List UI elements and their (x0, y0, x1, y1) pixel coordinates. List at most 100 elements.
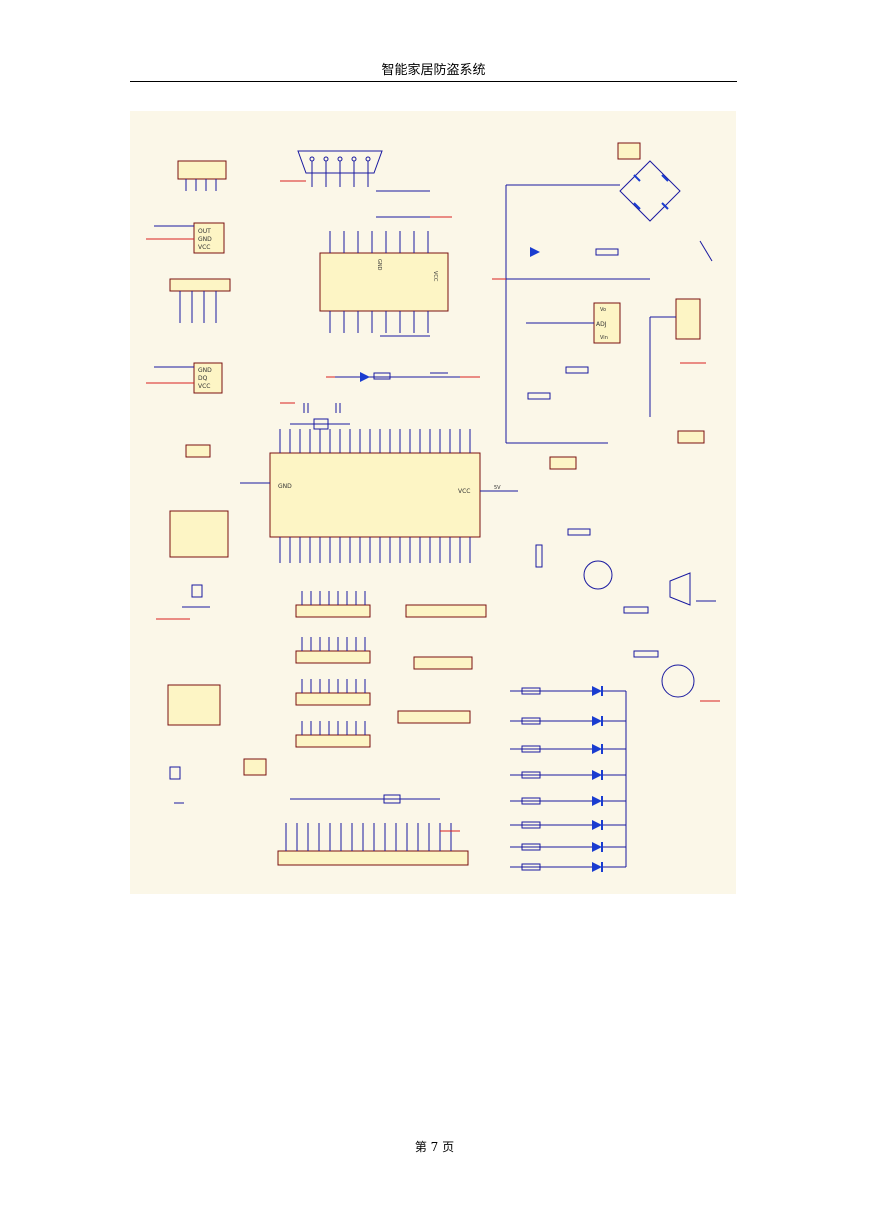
led-diode (592, 842, 602, 852)
buzzer (669, 572, 691, 606)
small-connector-body (185, 444, 211, 458)
power-input-connector (617, 142, 641, 160)
header-rule (130, 81, 737, 82)
rs232-chip: VCC GND (280, 150, 452, 337)
temperature-sensor-module: GND DQ VCC (146, 362, 223, 394)
connector-rows (295, 591, 371, 748)
lcd-connector-body (277, 850, 469, 866)
connector-row (295, 604, 371, 618)
bridge-rectifier (619, 160, 681, 222)
adjustable-regulator: ADJ Vo Vin (506, 302, 621, 470)
eeprom-chip (156, 510, 229, 620)
led-array (510, 686, 626, 872)
header-mid-body (169, 278, 231, 292)
rtc-body (167, 684, 221, 726)
power-led-resistor (595, 248, 619, 256)
rs232-gnd-label: GND (376, 259, 382, 271)
led-resistor (521, 745, 541, 753)
header-connector-mid (169, 278, 231, 323)
buzzer-base-resistor (567, 528, 591, 536)
pir-sensor-module: OUT GND VCC (146, 222, 225, 254)
fixed-switch (699, 240, 713, 262)
rs232-vcc-label: VCC (432, 271, 438, 282)
circuit-schematic-figure: GND VCC 5V VCC GND (130, 111, 736, 894)
small-connector (185, 444, 211, 458)
led-diode (592, 796, 602, 806)
bridge-diode-3 (633, 202, 641, 210)
reset-resistor (373, 372, 391, 380)
rs232-body (319, 252, 449, 312)
led-driver (625, 650, 720, 867)
led-resistor (521, 821, 541, 829)
led-resistor (521, 797, 541, 805)
led-diode (592, 862, 602, 872)
header-top-pins (185, 179, 217, 191)
schematic-svg: GND VCC 5V VCC GND (130, 111, 736, 894)
led-diode (592, 716, 602, 726)
temp-dq-label: DQ (198, 375, 208, 382)
led-diode (592, 770, 602, 780)
led-diode (592, 744, 602, 754)
rs232-pins (329, 231, 429, 333)
bridge-diode-2 (661, 174, 669, 182)
sensor-vcc-label: VCC (198, 244, 210, 251)
power-led (530, 247, 540, 257)
connector-j-small (413, 656, 473, 670)
adj-output-connector (549, 456, 577, 470)
lcd-pins (285, 823, 452, 851)
mid-connectors (397, 604, 487, 724)
connector-row (295, 692, 371, 706)
crystal-reset-area (280, 372, 480, 430)
fixed-regulator (649, 240, 713, 444)
led-resistor (521, 717, 541, 725)
reg-vout-label: Vo (600, 307, 606, 313)
mcu-gnd-label: GND (278, 483, 292, 490)
reset-diode (360, 372, 370, 382)
connector-row (295, 650, 371, 664)
connector-j-keys (397, 710, 471, 724)
db9-pins (309, 156, 371, 187)
led-driver-transistor (661, 664, 695, 698)
eeprom-body (169, 510, 229, 558)
buzzer-resistor (623, 606, 649, 614)
led-resistor (521, 687, 541, 695)
rtc-crystal (169, 766, 181, 780)
mcu-chip: GND VCC 5V (240, 429, 518, 563)
power-supply (492, 142, 681, 443)
header-mid-pins (179, 291, 217, 323)
mcu-body (269, 452, 481, 538)
adj-resistor (565, 366, 589, 374)
net-5v-label: 5V (494, 485, 501, 491)
mcu-vcc-label: VCC (458, 488, 470, 495)
page-header-title: 智能家居防盗系统 (381, 63, 486, 78)
connector-row (295, 734, 371, 748)
led-driver-resistor (633, 650, 659, 658)
led-resistor (521, 843, 541, 851)
reg-adj-label: ADJ (596, 321, 607, 328)
header-connector-top (177, 160, 227, 191)
bridge-diode-4 (661, 202, 669, 210)
led-diode (592, 820, 602, 830)
mcu-bottom-pins (279, 537, 471, 563)
led-resistor (521, 863, 541, 871)
temp-gnd-label: GND (198, 367, 212, 374)
eeprom-crystal (191, 584, 203, 598)
rtc-chip (167, 684, 267, 804)
temp-vcc-label: VCC (198, 383, 210, 390)
header-top-body (177, 160, 227, 180)
bridge-diode-1 (633, 174, 641, 182)
fixed-regulator-body (675, 298, 701, 340)
lcd-connector (277, 794, 469, 866)
buzzer-pull-resistor (535, 544, 543, 568)
buzzer-driver (535, 528, 716, 614)
connector-j-right (405, 604, 487, 618)
led-diode (592, 686, 602, 696)
sensor-gnd-label: GND (198, 236, 212, 243)
led-resistor (521, 771, 541, 779)
reg-vin-label: Vin (600, 335, 608, 341)
buzzer-transistor (583, 560, 613, 590)
page-number: 第 7 页 (414, 1140, 455, 1154)
rtc-battery-connector (243, 758, 267, 776)
adj-potentiometer (527, 392, 551, 400)
temp-sensor-body (193, 362, 223, 394)
